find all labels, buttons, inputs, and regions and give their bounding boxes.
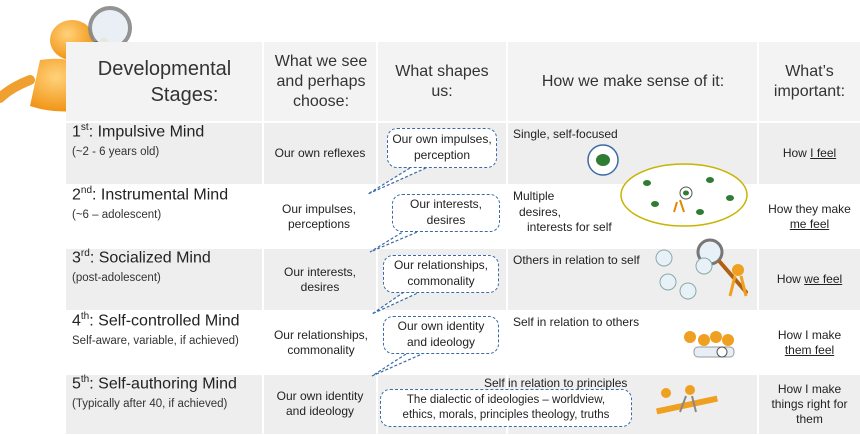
header-stages-line1: Developmental [97,58,232,80]
stage-2: 2nd: Instrumental Mind (~6 – adolescent) [72,185,229,222]
see-1: Our own reflexes [274,146,366,160]
header-see: What we see and perhaps choose: [274,53,368,110]
sense-4: Self in relation to others [513,315,640,329]
important-1: How I feel [782,146,837,160]
important-3: How we feel [776,272,843,286]
see-4: Our relationships, commonality [273,327,369,357]
balance-figure-icon [656,385,718,415]
shapes-3: Our relationships, commonality [383,255,499,293]
sense-5: Self in relation to principles [484,376,628,390]
shapes-5: The dialectic of ideologies – worldview,… [380,389,632,427]
see-5: Our own identity and ideology [276,389,364,418]
shapes-1: Our own impulses, perception [387,128,497,168]
important-4: How I make them feel [777,327,842,357]
see-3: Our interests, desires [283,264,357,294]
sense-3: Others in relation to self [513,253,640,267]
stage-5: 5th: Self-authoring Mind (Typically afte… [72,374,237,411]
sense-1: Single, self-focused [513,127,618,141]
shapes-2: Our interests, desires [392,194,500,232]
shapes-4: Our own identity and ideology [383,316,499,354]
header-shapes: What shapes us: [395,63,489,100]
stage-3: 3rd: Socialized Mind (post-adolescent) [72,248,211,285]
header-stages: Developmental Stages: [66,42,263,122]
header-row-bg [66,42,860,122]
see-2: Our impulses, perceptions [281,201,357,231]
single-circle-icon [587,144,619,176]
important-2: How they make me feel [768,201,851,231]
header-important: What’s important: [773,63,846,100]
stage-1: 1st: Impulsive Mind (~2 - 6 years old) [72,122,205,159]
group-figures-icon [684,331,735,358]
header-stages-line2: Stages: [150,84,219,106]
header-sense: How we make sense of it: [541,73,725,90]
magnifier-bubbles-icon [655,238,748,300]
stage-4: 4th: Self-controlled Mind Self-aware, va… [72,311,240,348]
important-5: How I make things right for them [771,381,848,426]
multiple-circles-icon [620,163,748,227]
sense-2: Multiple desires, interests for self [513,189,612,235]
